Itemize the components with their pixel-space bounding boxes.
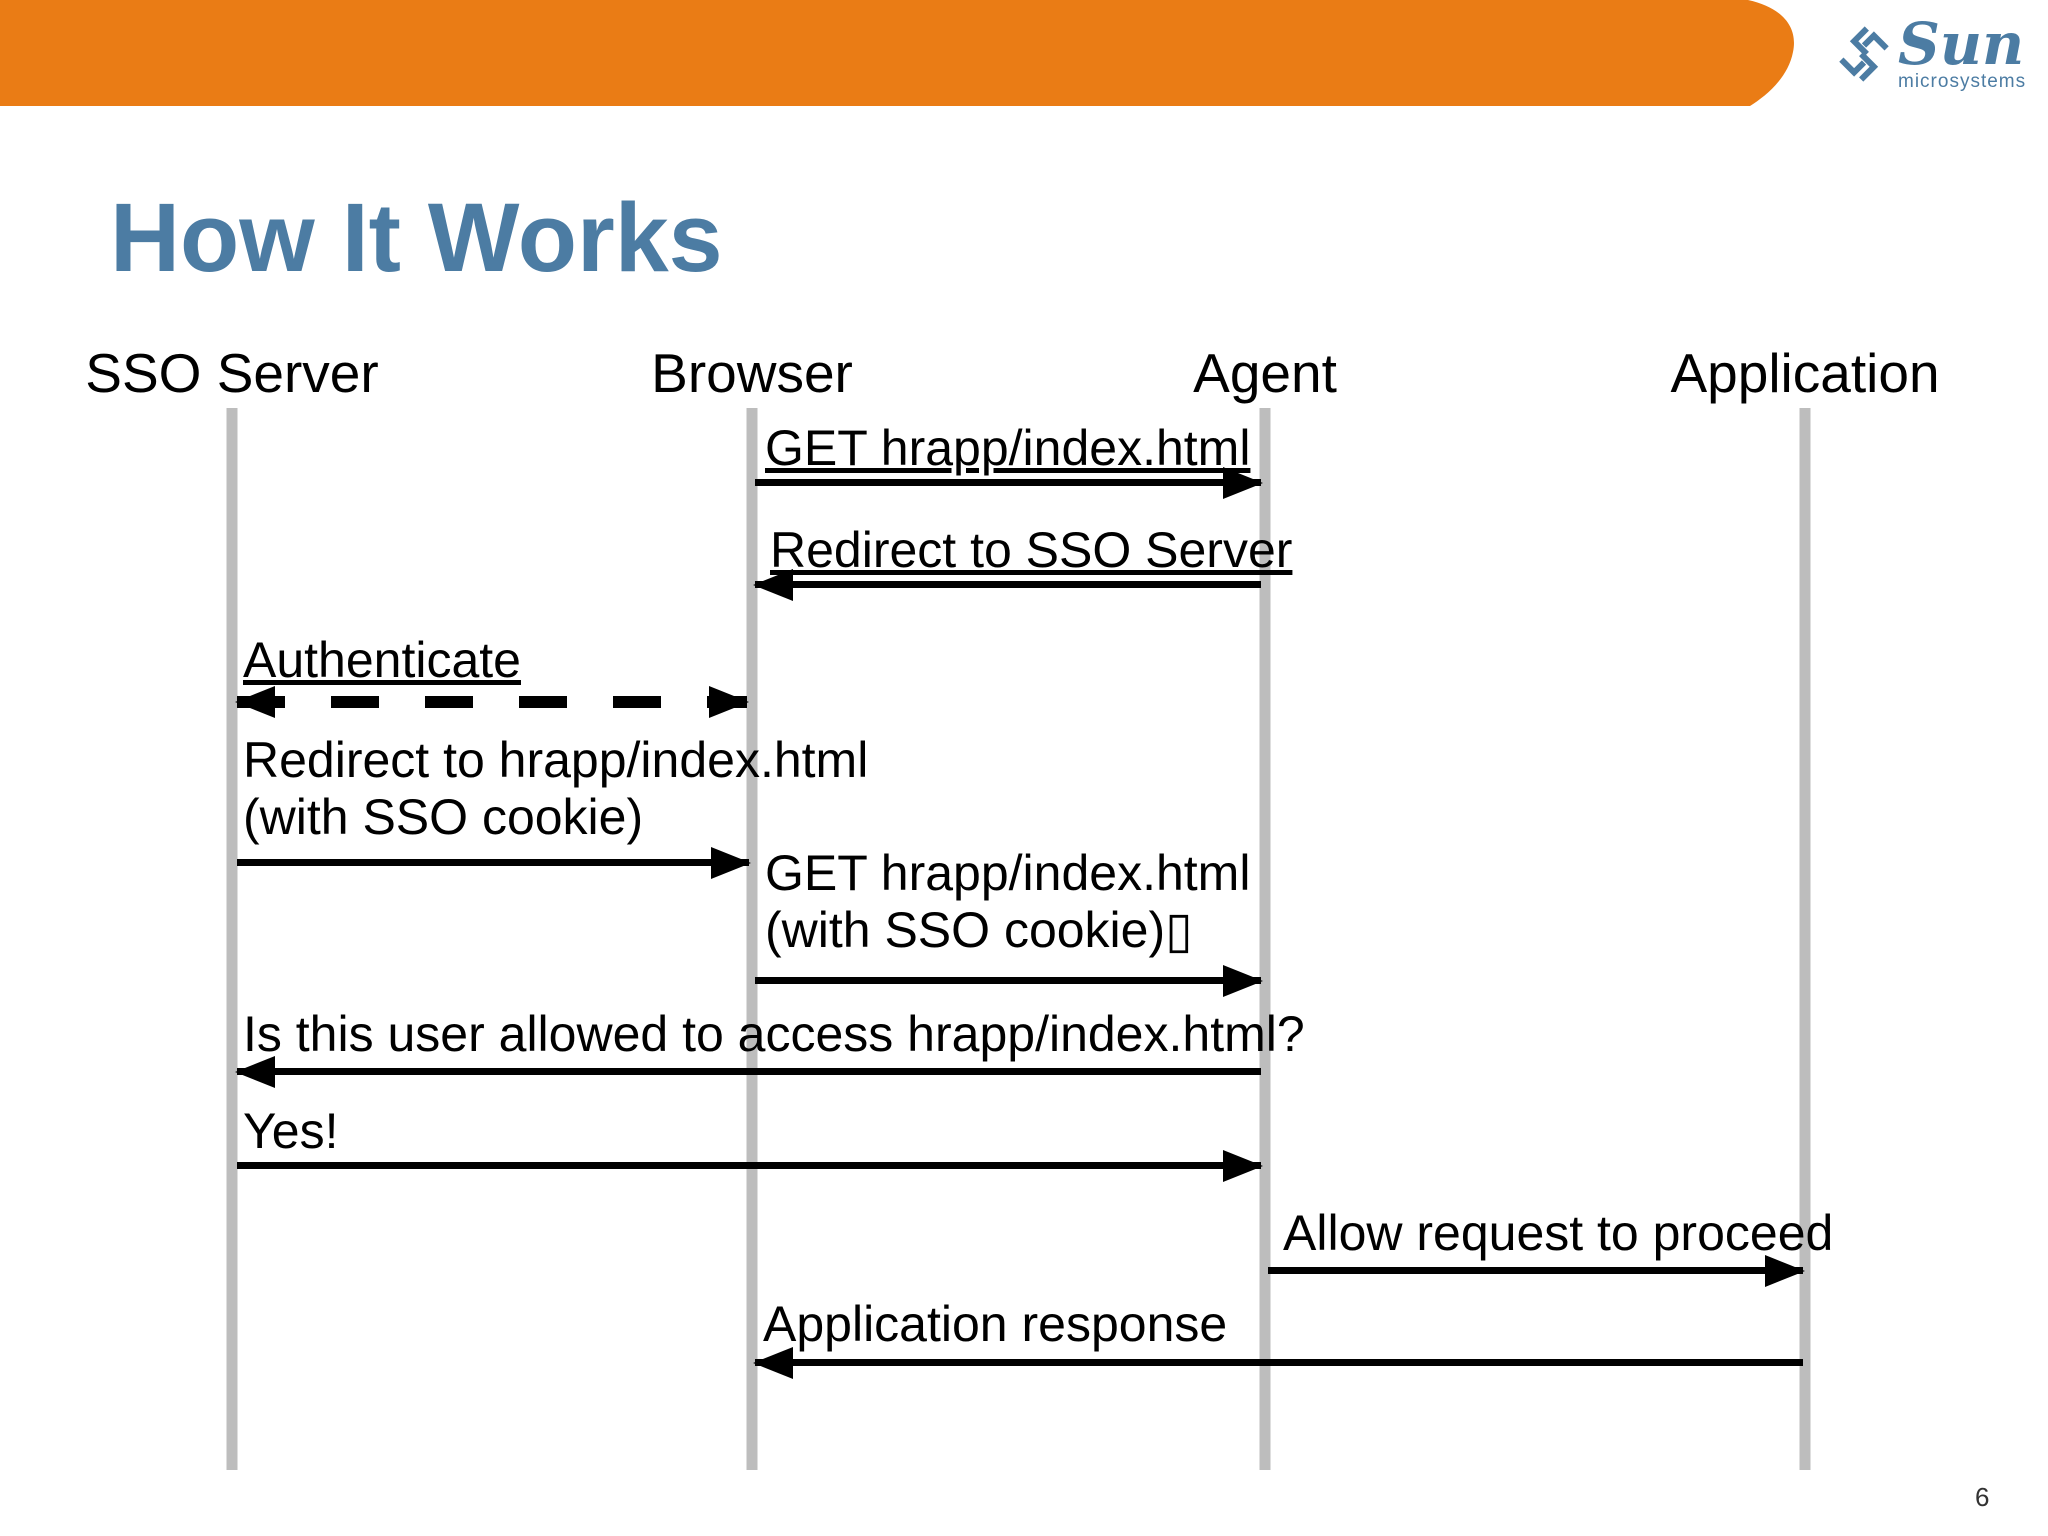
sun-logo-text: Sun <box>1898 10 2025 78</box>
slide-title: How It Works <box>110 183 723 292</box>
message-label: Is this user allowed to access hrapp/ind… <box>243 1006 1305 1062</box>
sun-logo-subtext: microsystems <box>1898 71 2027 92</box>
message-arrow <box>755 964 1263 997</box>
message-label: Yes! <box>243 1103 339 1159</box>
message-arrow <box>1268 1254 1805 1287</box>
sun-logo: Sun microsystems <box>1832 10 2025 98</box>
arrowhead-right-icon <box>1765 1254 1805 1287</box>
message-arrow <box>235 1055 1261 1088</box>
message-label: Redirect to hrapp/index.html (with SSO c… <box>243 732 869 845</box>
actor-label-agent: Agent <box>1193 342 1337 404</box>
sun-logomark-icon <box>1839 26 1889 82</box>
actor-label-sso-server: SSO Server <box>85 342 379 404</box>
arrowhead-right-icon <box>709 686 749 718</box>
message-arrow <box>235 686 749 718</box>
message-label: GET hrapp/index.html (with SSO cookie)▯ <box>765 845 1251 958</box>
arrowhead-left-icon <box>235 686 275 718</box>
lifeline-sso-server <box>226 408 238 1470</box>
actor-label-browser: Browser <box>651 342 853 404</box>
message-arrow <box>755 466 1263 499</box>
arrowhead-left-icon <box>753 1346 793 1379</box>
lifeline-agent <box>1259 408 1271 1470</box>
message-label: Redirect to SSO Server <box>770 522 1293 578</box>
page-number: 6 <box>1975 1482 1990 1512</box>
lifeline-browser <box>746 408 758 1470</box>
message-arrow <box>753 568 1261 601</box>
arrowhead-left-icon <box>235 1055 275 1088</box>
message-label: Authenticate <box>243 632 521 688</box>
message-label: Application response <box>763 1296 1228 1352</box>
arrowhead-right-icon <box>1223 466 1263 499</box>
arrowhead-right-icon <box>711 846 751 879</box>
arrowhead-right-icon <box>1223 1149 1263 1182</box>
header-orange-band <box>0 0 1794 106</box>
arrowhead-right-icon <box>1223 964 1263 997</box>
message-label: GET hrapp/index.html <box>765 420 1251 476</box>
message-arrow <box>237 1149 1263 1182</box>
message-label: Allow request to proceed <box>1283 1205 1834 1261</box>
message-arrow <box>237 846 751 879</box>
arrowhead-left-icon <box>753 568 793 601</box>
message-arrow <box>753 1346 1803 1379</box>
lifeline-application <box>1799 408 1811 1470</box>
actor-label-application: Application <box>1670 342 1940 404</box>
